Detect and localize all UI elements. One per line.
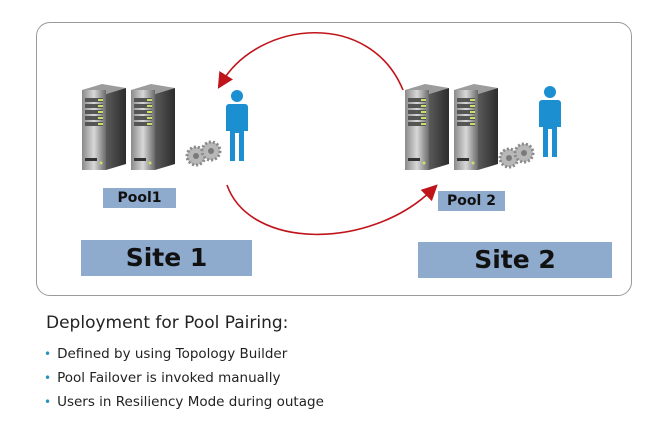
bullet-text: Users in Resiliency Mode during outage bbox=[57, 394, 324, 410]
bullet-icon: • bbox=[44, 347, 52, 361]
bullet-text: Pool Failover is invoked manually bbox=[57, 370, 281, 386]
bullet-item: • Pool Failover is invoked manually bbox=[44, 367, 324, 391]
user-icon bbox=[226, 90, 248, 161]
curved-arrow-icon bbox=[217, 32, 404, 91]
pool2-label: Pool 2 bbox=[438, 191, 505, 211]
server-icon bbox=[405, 84, 449, 170]
server-icon bbox=[131, 84, 175, 170]
server-icon bbox=[82, 84, 126, 170]
gear-icon bbox=[200, 140, 222, 162]
gear-icon bbox=[513, 142, 535, 164]
bullet-item: • Users in Resiliency Mode during outage bbox=[44, 391, 324, 415]
bullet-text: Defined by using Topology Builder bbox=[57, 346, 288, 362]
caption-title: Deployment for Pool Pairing: bbox=[46, 313, 289, 333]
bullet-icon: • bbox=[44, 371, 52, 385]
server-icon bbox=[454, 84, 498, 170]
bullet-icon: • bbox=[44, 395, 52, 409]
site2-label: Site 2 bbox=[418, 242, 612, 278]
diagram-art bbox=[82, 32, 561, 236]
user-icon bbox=[539, 86, 561, 157]
bullet-item: • Defined by using Topology Builder bbox=[44, 343, 324, 367]
site1-label: Site 1 bbox=[81, 240, 252, 276]
bullet-list: • Defined by using Topology Builder • Pool… bbox=[44, 343, 324, 415]
pool1-label: Pool1 bbox=[103, 188, 176, 208]
curved-arrow-icon bbox=[226, 184, 438, 236]
